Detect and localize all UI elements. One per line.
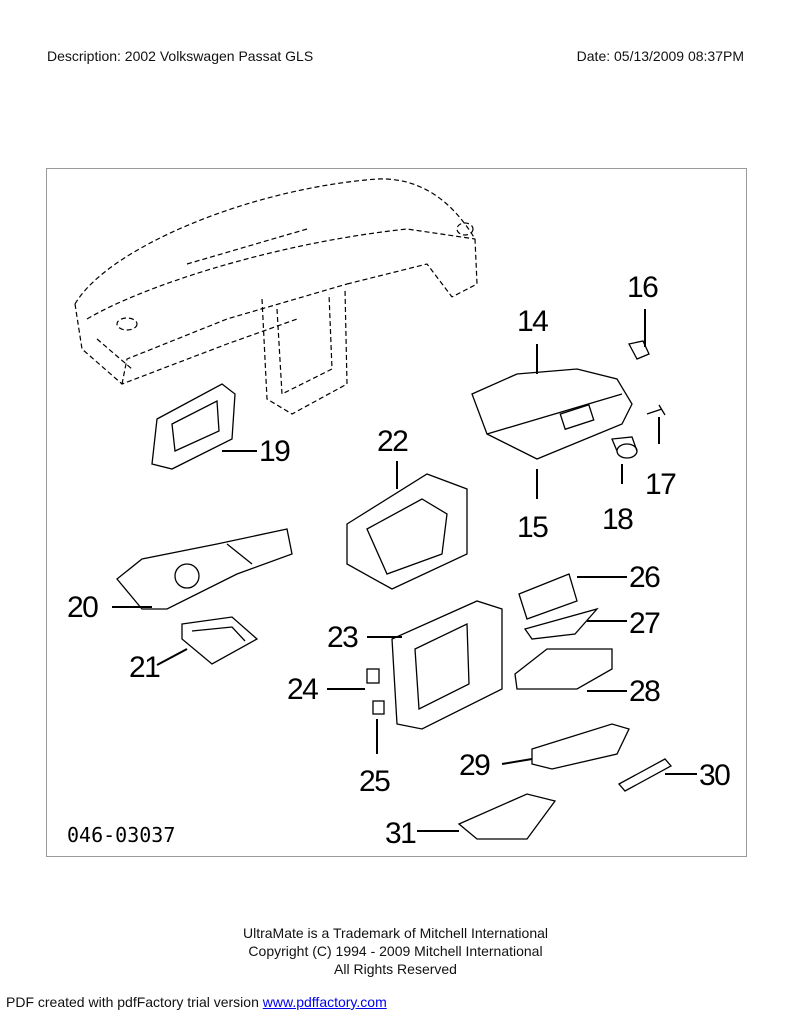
dashboard-outline <box>74 178 478 415</box>
part-30-strip <box>617 758 673 792</box>
description-text: Description: 2002 Volkswagen Passat GLS <box>47 48 314 64</box>
callout-26: 26 <box>629 561 660 594</box>
callout-23: 23 <box>327 621 358 654</box>
callout-17: 17 <box>645 468 676 501</box>
part-21-tray <box>181 616 259 665</box>
callout-30: 30 <box>699 759 730 792</box>
pdf-notice: PDF created with pdfFactory trial versio… <box>6 994 387 1010</box>
part-28-box <box>514 648 613 690</box>
part-31-mat <box>457 793 557 840</box>
footer: UltraMate is a Trademark of Mitchell Int… <box>0 924 791 978</box>
callout-27: 27 <box>629 607 660 640</box>
part-26-pad <box>518 573 578 620</box>
callout-15: 15 <box>517 511 548 544</box>
trademark-text: UltraMate is a Trademark of Mitchell Int… <box>242 925 548 941</box>
pdffactory-link[interactable]: www.pdffactory.com <box>262 994 387 1010</box>
rights-text: All Rights Reserved <box>334 961 457 977</box>
part-18-lock <box>611 436 638 459</box>
part-29-panel <box>531 723 630 770</box>
part-16-latch <box>628 340 650 360</box>
callout-18: 18 <box>602 503 633 536</box>
callout-21: 21 <box>129 651 160 684</box>
callout-24: 24 <box>287 673 318 706</box>
date-text: Date: 05/13/2009 08:37PM <box>576 48 744 64</box>
callout-16: 16 <box>627 271 658 304</box>
callout-25: 25 <box>359 765 390 798</box>
pdf-notice-text: PDF created with pdfFactory trial versio… <box>6 994 263 1010</box>
parts-diagram: 14 15 16 17 18 19 20 21 22 23 24 25 26 2… <box>67 178 732 850</box>
callout-28: 28 <box>629 675 660 708</box>
part-17-pin <box>646 404 666 416</box>
callout-14: 14 <box>517 305 548 338</box>
part-20-lower-trim <box>116 528 293 610</box>
part-14-15-glovebox <box>471 368 633 460</box>
callout-31: 31 <box>385 817 416 850</box>
callout-29: 29 <box>459 749 490 782</box>
callout-20: 20 <box>67 591 98 624</box>
part-22-bracket <box>346 473 468 590</box>
part-25-clip <box>372 700 385 715</box>
leader-lines <box>112 309 697 832</box>
part-27-plate <box>523 607 599 640</box>
part-23-center-bezel <box>391 600 503 730</box>
part-24-clip <box>366 668 380 684</box>
figure-code: 046-03037 <box>67 823 175 847</box>
diagram-frame: 14 15 16 17 18 19 20 21 22 23 24 25 26 2… <box>46 168 747 857</box>
callout-22: 22 <box>377 425 408 458</box>
part-19-vent-frame <box>151 383 236 470</box>
callout-19: 19 <box>259 435 290 468</box>
copyright-text: Copyright (C) 1994 - 2009 Mitchell Inter… <box>248 943 543 959</box>
